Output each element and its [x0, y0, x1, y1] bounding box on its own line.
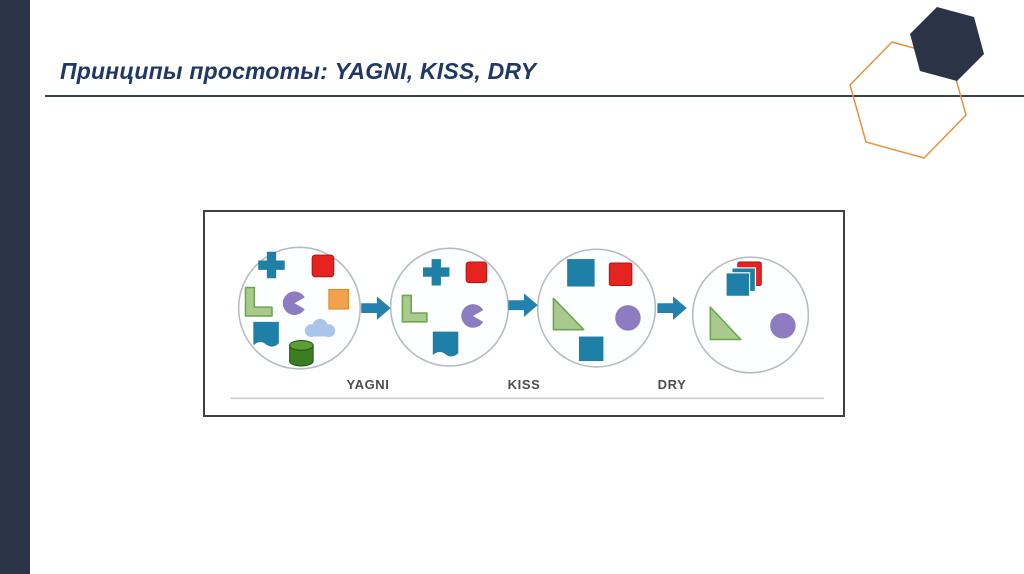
label-kiss: KISS: [507, 377, 541, 392]
left-accent-bar: [0, 0, 30, 574]
triangle-icon: [709, 306, 742, 341]
square-icon: [328, 288, 349, 310]
cross-icon: [258, 251, 285, 279]
cross-icon: [422, 259, 450, 286]
cylinder-icon: [289, 339, 314, 367]
pacman-icon: [461, 304, 484, 328]
label-yagni: YAGNI: [346, 377, 390, 392]
square-icon: [465, 261, 488, 284]
label-dry: DRY: [657, 377, 687, 392]
circle-icon: [615, 305, 641, 331]
square-icon: [567, 259, 595, 287]
arrow-icon: [657, 296, 687, 320]
arrow-icon: [508, 293, 538, 317]
stacked-square-icon: [725, 272, 751, 297]
diagram-frame: YAGNI KISS DRY: [203, 210, 845, 417]
flag-icon: [253, 321, 279, 347]
corner-icon: [244, 286, 273, 317]
stage-circle-4: [691, 256, 810, 374]
flag-icon: [432, 331, 459, 357]
triangle-icon: [552, 297, 585, 331]
square-icon: [608, 262, 633, 287]
title-divider: [45, 95, 1024, 97]
simplification-diagram: [230, 246, 825, 400]
arrow-icon: [361, 296, 391, 320]
corner-icon: [401, 294, 428, 323]
pacman-icon: [282, 291, 305, 315]
square-icon: [311, 254, 335, 278]
page-title: Принципы простоты: YAGNI, KISS, DRY: [60, 58, 537, 84]
dark-hexagon-icon: [910, 7, 984, 81]
corner-decorations: [849, 7, 984, 159]
square-icon: [578, 336, 604, 362]
circle-icon: [770, 313, 796, 339]
cloud-icon: [304, 318, 336, 338]
